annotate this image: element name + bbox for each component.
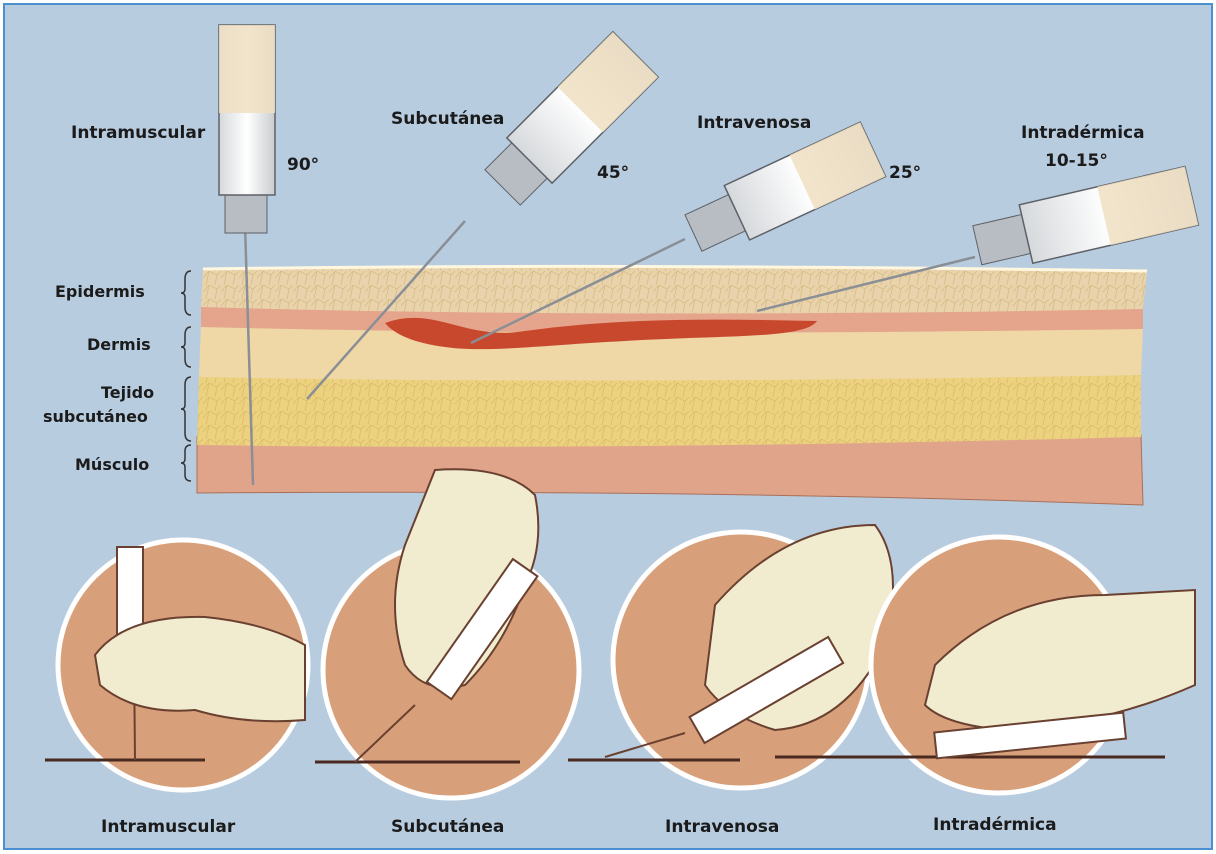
angle-intramuscular: 90° xyxy=(287,155,319,175)
technique-subcutanea-illustration xyxy=(315,469,579,798)
label-intradermica-top: Intradérmica xyxy=(1021,123,1145,143)
layer-tejido: Tejido xyxy=(101,381,154,404)
layer-braces xyxy=(181,271,191,481)
layer-dermis: Dermis xyxy=(87,333,151,356)
angle-intravenosa: 25° xyxy=(889,163,921,183)
technique-intramuscular-illustration xyxy=(45,540,308,790)
label-intravenosa-top: Intravenosa xyxy=(697,113,811,133)
label-intravenosa-bottom: Intravenosa xyxy=(665,817,779,837)
angle-intradermica: 10-15° xyxy=(1045,151,1108,171)
layer-epidermis: Epidermis xyxy=(55,280,145,303)
layer-musculo: Músculo xyxy=(75,453,149,476)
label-subcutanea-top: Subcutánea xyxy=(391,109,504,129)
diagram-frame: Intramuscular Subcutánea Intravenosa Int… xyxy=(3,3,1213,850)
label-intramuscular-bottom: Intramuscular xyxy=(101,817,235,837)
label-intradermica-bottom: Intradérmica xyxy=(933,815,1057,835)
label-subcutanea-bottom: Subcutánea xyxy=(391,817,504,837)
layer-subcutaneo: subcutáneo xyxy=(43,405,148,428)
label-intramuscular-top: Intramuscular xyxy=(71,123,205,143)
skin-cross-section xyxy=(197,266,1147,505)
angle-subcutanea: 45° xyxy=(597,163,629,183)
technique-intravenosa-illustration xyxy=(568,525,893,788)
